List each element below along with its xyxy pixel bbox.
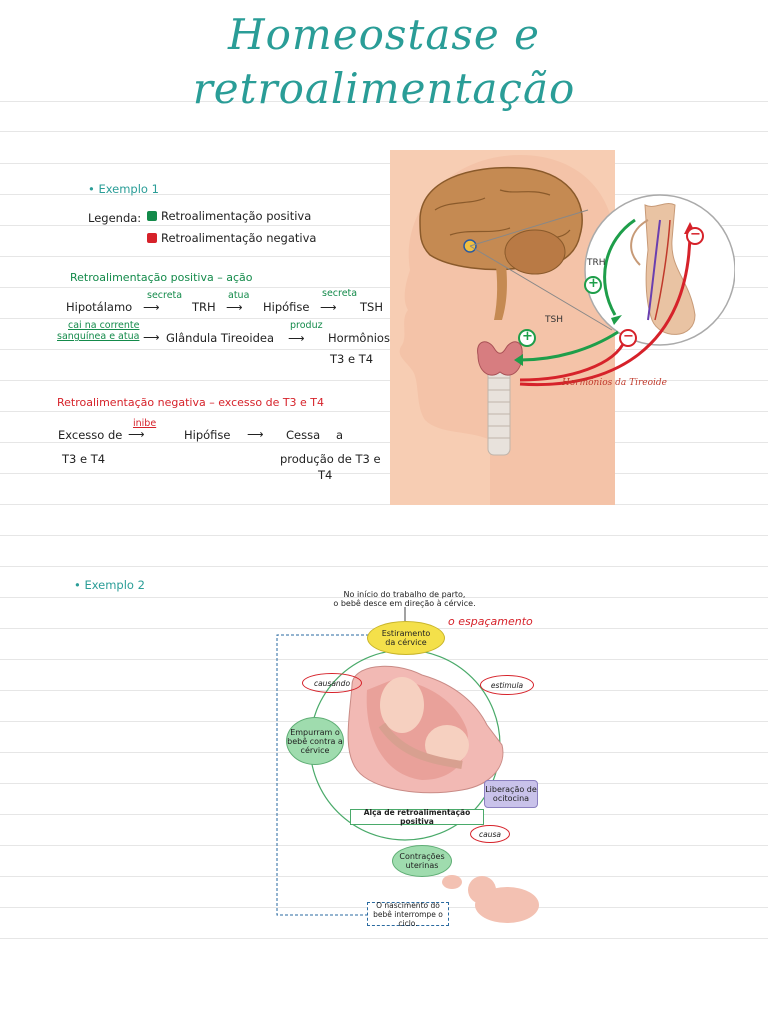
arrow-2: ⟶ [226, 300, 243, 314]
minus-sign-2: − [623, 329, 634, 344]
causa-oval: causa [470, 825, 510, 843]
secreta-label-1: secreta [147, 290, 183, 301]
legend-positive-swatch [147, 211, 157, 221]
legend-negative: Retroalimentação negativa [147, 231, 316, 245]
legend-negative-swatch [147, 233, 157, 243]
hipofise-text-2: Hipófise [184, 428, 231, 442]
produz-label: produz [290, 320, 323, 331]
cessa-text: Cessa [286, 428, 321, 442]
nascimento-node: O nascimento do bebê interrompe o ciclo. [367, 901, 449, 928]
thyroid-feedback-illustration [390, 150, 735, 505]
a-text: a [336, 428, 344, 442]
example2-heading: • Exemplo 2 [74, 578, 145, 592]
example1-heading: • Exemplo 1 [88, 182, 159, 196]
thyroid-feedback-figure: TRH TSH Hormônios da Tireoide + + − − [390, 150, 735, 505]
plus-sign-2: + [522, 329, 533, 344]
glandula-text: Glândula Tireoidea [166, 331, 274, 345]
t3t4-text-1: T3 e T4 [330, 352, 374, 366]
legend-label: Legenda: [88, 211, 142, 225]
t3t4-text-2: T3 e T4 [62, 452, 106, 466]
causando-oval: causando [302, 673, 362, 693]
sanguinea-label: sanguínea e atua [57, 331, 140, 342]
arrow-5: ⟶ [288, 331, 305, 345]
plus-sign-1: + [588, 276, 599, 291]
page-title-line2: retroalimentação [192, 64, 576, 113]
arrow-6: ⟶ [128, 427, 145, 441]
tsh-text: TSH [360, 300, 383, 314]
inibe-label: inibe [133, 418, 157, 429]
negative-heading: Retroalimentação negativa – excesso de T… [57, 396, 325, 409]
alca-label: Alça de retroalimentação positiva [350, 808, 484, 826]
trh-text: TRH [192, 300, 216, 314]
top-note: No início do trabalho de parto,o bebê de… [333, 590, 476, 608]
arrow-4: ⟶ [143, 330, 160, 344]
empurram-node: Empurram o bebê contra a cérvice [286, 717, 344, 765]
hipofise-text-1: Hipófise [263, 300, 310, 314]
positive-heading: Retroalimentação positiva – ação [70, 271, 253, 284]
arrow-7: ⟶ [247, 427, 264, 441]
cai-label: cai na corrente [68, 320, 140, 331]
labor-feedback-figure: No início do trabalho de parto,o bebê de… [272, 585, 542, 935]
t4-text: T4 [318, 468, 333, 482]
atua-label: atua [228, 290, 250, 301]
excesso-text: Excesso de [58, 428, 123, 442]
arrow-1: ⟶ [143, 300, 160, 314]
trh-figure-label: TRH [587, 258, 606, 268]
hipotalamo: Hipotálamo [66, 300, 133, 314]
page-title-line1: Homeostase e [228, 10, 540, 59]
minus-sign-1: − [690, 227, 701, 242]
espacamento-annotation: o espaçamento [448, 615, 533, 628]
tsh-figure-label: TSH [545, 315, 563, 325]
estimula-oval: estimula [480, 675, 534, 695]
legend-positive: Retroalimentação positiva [147, 209, 311, 223]
producao-text: produção de T3 e [280, 452, 381, 466]
hormonios-text: Hormônios [328, 331, 390, 345]
arrow-3: ⟶ [320, 300, 337, 314]
secreta-label-2: secreta [322, 288, 358, 299]
contracoes-node: Contrações uterinas [392, 845, 452, 877]
liberacao-node: Liberação de ocitocina [484, 780, 538, 808]
hormonios-figure-label: Hormônios da Tireoide [562, 378, 667, 388]
